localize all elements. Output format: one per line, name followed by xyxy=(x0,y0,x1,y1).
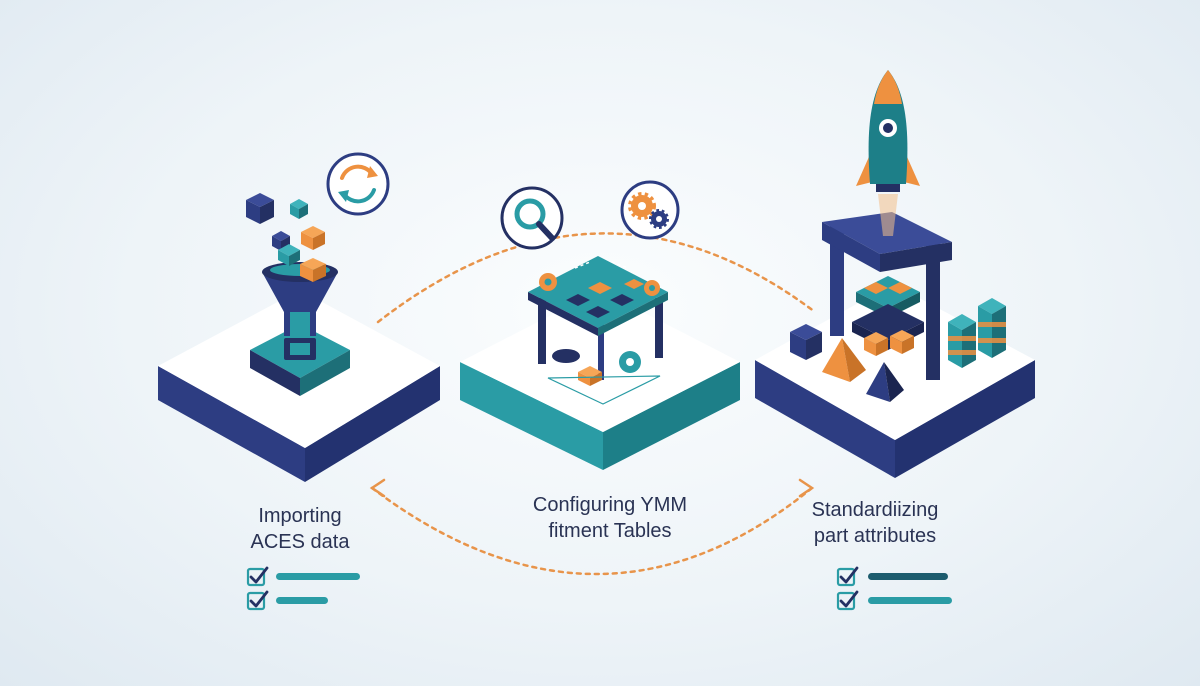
platform-config-left-face xyxy=(460,362,603,470)
flow-arrowheads xyxy=(369,478,815,498)
rocket-icon xyxy=(856,70,920,236)
workbench-icon xyxy=(528,256,668,405)
checklist-item xyxy=(246,590,328,611)
flow-arc-top xyxy=(376,232,817,324)
refresh-icon xyxy=(326,152,390,216)
checkbox-icon xyxy=(836,591,856,611)
checklist-import xyxy=(246,566,360,611)
falling-cubes xyxy=(246,193,326,282)
flow-arc-bottom xyxy=(370,486,814,576)
checkmark-icon xyxy=(839,590,859,608)
checklist-item xyxy=(836,590,952,611)
checkbox-icon xyxy=(246,591,266,611)
magnifier-icon xyxy=(500,186,564,250)
platform-standardize-right-face xyxy=(895,360,1035,478)
caption-standardize-line2: part attributes xyxy=(813,525,937,547)
caption-config-line2: fitment Tables xyxy=(548,520,672,542)
arrowhead-bottom-right xyxy=(798,478,815,498)
checkmark-icon xyxy=(249,566,269,584)
platform-import-left-face xyxy=(158,366,305,482)
platform-config-right-face xyxy=(603,362,740,470)
checkbox-icon xyxy=(836,567,856,587)
checklist-line xyxy=(276,597,328,604)
checkbox-icon xyxy=(246,567,266,587)
checklist-item xyxy=(246,566,360,587)
checklist-line xyxy=(276,573,360,580)
caption-standardize: Standardiizing part attributes xyxy=(790,497,960,549)
checklist-line xyxy=(868,597,952,604)
flow-arrows xyxy=(370,232,817,576)
gear-icon xyxy=(620,180,680,240)
checklist-item xyxy=(836,566,948,587)
checkmark-icon xyxy=(249,590,269,608)
platform-import-right-face xyxy=(305,366,440,482)
caption-config-line1: Configuring YMM xyxy=(532,494,688,516)
caption-import-line1: Importing xyxy=(258,505,342,527)
arrowhead-bottom-left xyxy=(369,478,386,498)
platform-standardize-left-face xyxy=(755,360,895,478)
caption-standardize-line1: Standardiizing xyxy=(811,499,939,521)
press-icon xyxy=(790,212,1006,402)
caption-import-line2: ACES data xyxy=(250,531,350,553)
checkmark-icon xyxy=(839,566,859,584)
checklist-line xyxy=(868,573,948,580)
caption-config: Configuring YMM fitment Tables xyxy=(490,492,730,544)
checklist-standardize xyxy=(836,566,952,611)
caption-import: Importing ACES data xyxy=(230,503,370,555)
